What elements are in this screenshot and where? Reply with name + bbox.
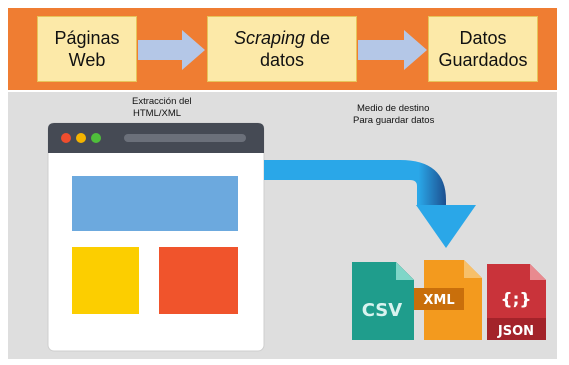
destination-caption-line2: Para guardar datos [353, 115, 435, 126]
flow-arrow-icon [138, 30, 205, 70]
step-web-pages: Páginas Web [37, 16, 137, 82]
step-saved-data-line2: Guardados [438, 50, 528, 70]
destination-caption-line1: Medio de destino [357, 103, 430, 114]
xml-label: XML [423, 293, 454, 308]
page-yellow-block [72, 247, 139, 314]
csv-label: CSV [362, 300, 403, 321]
browser-close-dot [61, 133, 71, 143]
browser-window-icon [47, 122, 265, 352]
xml-file-icon [414, 260, 482, 340]
flow-arrow-icon-2 [358, 30, 427, 70]
browser-maximize-dot [91, 133, 101, 143]
step-web-pages-line1: Páginas [54, 28, 120, 48]
page-banner-block [72, 176, 238, 231]
json-file-icon [487, 264, 546, 340]
browser-address-bar [124, 134, 246, 142]
export-arrow-icon [264, 160, 476, 248]
step-scraping: Scraping de datos [207, 16, 357, 82]
page-red-block [159, 247, 238, 314]
json-label: JSON [497, 324, 534, 339]
browser-minimize-dot [76, 133, 86, 143]
json-symbol: {;} [500, 290, 531, 310]
step-scraping-italic: Scraping [233, 28, 305, 48]
step-web-pages-line2: Web [68, 50, 106, 70]
step-scraping-line1-wrap: Scraping de [234, 27, 330, 49]
extraction-caption-line1: Extracción del [132, 96, 192, 107]
step-saved-data: Datos Guardados [428, 16, 538, 82]
extraction-caption: Extracción del HTML/XML [132, 96, 192, 120]
csv-file-icon [352, 262, 414, 340]
step-scraping-rest: de [305, 28, 331, 48]
step-scraping-line2: datos [259, 50, 305, 70]
extraction-caption-line2: HTML/XML [133, 108, 182, 119]
destination-caption: Medio de destino Para guardar datos [353, 103, 434, 127]
step-saved-data-line1: Datos [459, 28, 507, 48]
